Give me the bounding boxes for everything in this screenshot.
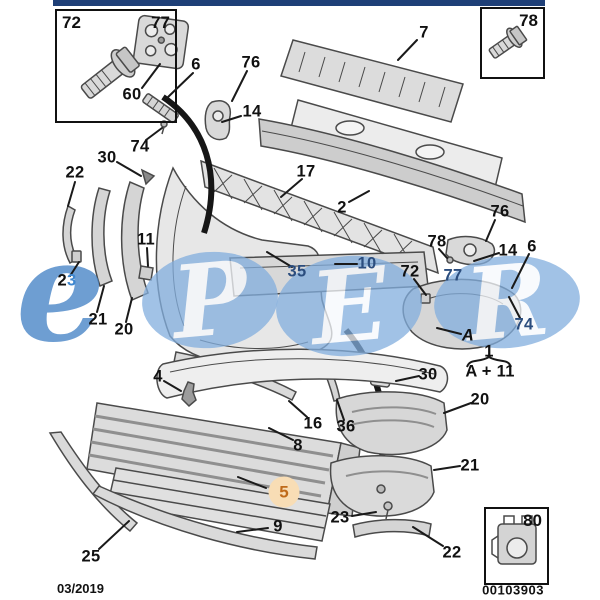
callout-8[interactable]: 8 [293, 436, 303, 455]
document-number: 00103903 [482, 582, 544, 598]
watermark-letter-E: E [305, 243, 393, 369]
callout-A-plus-11[interactable]: A + 11 [465, 362, 515, 381]
callout-11[interactable]: 11 [136, 230, 156, 249]
callout-23-right[interactable]: 23 [330, 508, 350, 527]
callout-14-top[interactable]: 14 [242, 102, 262, 121]
callout-23-left-digit-2: 2 [57, 271, 67, 290]
callout-16[interactable]: 16 [303, 414, 323, 433]
callout-74-link[interactable]: 74 [514, 315, 534, 334]
callout-14-right[interactable]: 14 [498, 241, 518, 260]
callout-22-left[interactable]: 22 [65, 163, 85, 182]
callout-23-left-digit-3: 3 [67, 271, 77, 290]
fastener-box-72-77[interactable]: 72 77 [55, 9, 177, 123]
watermark-letter-e: e [16, 210, 106, 374]
box-label-78: 78 [519, 11, 538, 30]
callout-A[interactable]: A [461, 326, 475, 345]
box-label-77: 77 [151, 13, 170, 32]
callout-17[interactable]: 17 [296, 162, 316, 181]
callout-21-right[interactable]: 21 [460, 456, 480, 475]
callout-6-top[interactable]: 6 [191, 55, 201, 74]
callout-22-right[interactable]: 22 [442, 543, 462, 562]
callout-5-highlighted[interactable]: 5 [268, 476, 300, 508]
callout-6-right[interactable]: 6 [527, 237, 537, 256]
callout-2[interactable]: 2 [337, 198, 347, 217]
callout-60[interactable]: 60 [122, 85, 142, 104]
callout-35-link[interactable]: 35 [287, 262, 307, 281]
box-label-80: 80 [523, 511, 542, 530]
callout-76-top[interactable]: 76 [241, 53, 261, 72]
callout-72-right[interactable]: 72 [400, 262, 420, 281]
callout-30-right[interactable]: 30 [418, 365, 438, 384]
callout-20-right[interactable]: 20 [470, 390, 490, 409]
watermark-letter-p: P [167, 237, 253, 363]
callout-25[interactable]: 25 [81, 547, 101, 566]
fastener-box-78[interactable]: 78 [480, 7, 545, 79]
watermark-letter-r: R [460, 239, 554, 365]
callout-36[interactable]: 36 [336, 417, 356, 436]
callout-4[interactable]: 4 [153, 367, 163, 386]
callout-1[interactable]: 1 [484, 342, 494, 361]
callout-78-right[interactable]: 78 [427, 232, 447, 251]
callout-77-link[interactable]: 77 [443, 266, 463, 285]
revision-date: 03/2019 [57, 581, 104, 596]
callout-7[interactable]: 7 [419, 23, 429, 42]
fastener-box-80[interactable]: 80 [484, 507, 549, 585]
callout-10-link[interactable]: 10 [357, 254, 377, 273]
callout-76-right[interactable]: 76 [490, 202, 510, 221]
callout-20-left[interactable]: 20 [114, 320, 134, 339]
callout-30-left[interactable]: 30 [97, 148, 117, 167]
callout-74-top[interactable]: 74 [130, 137, 150, 156]
box-label-72: 72 [62, 13, 81, 32]
callout-9[interactable]: 9 [273, 517, 283, 536]
top-divider-bar [53, 0, 545, 6]
callout-23-left[interactable]: 23 [58, 272, 77, 291]
callout-21-left[interactable]: 21 [88, 310, 108, 329]
